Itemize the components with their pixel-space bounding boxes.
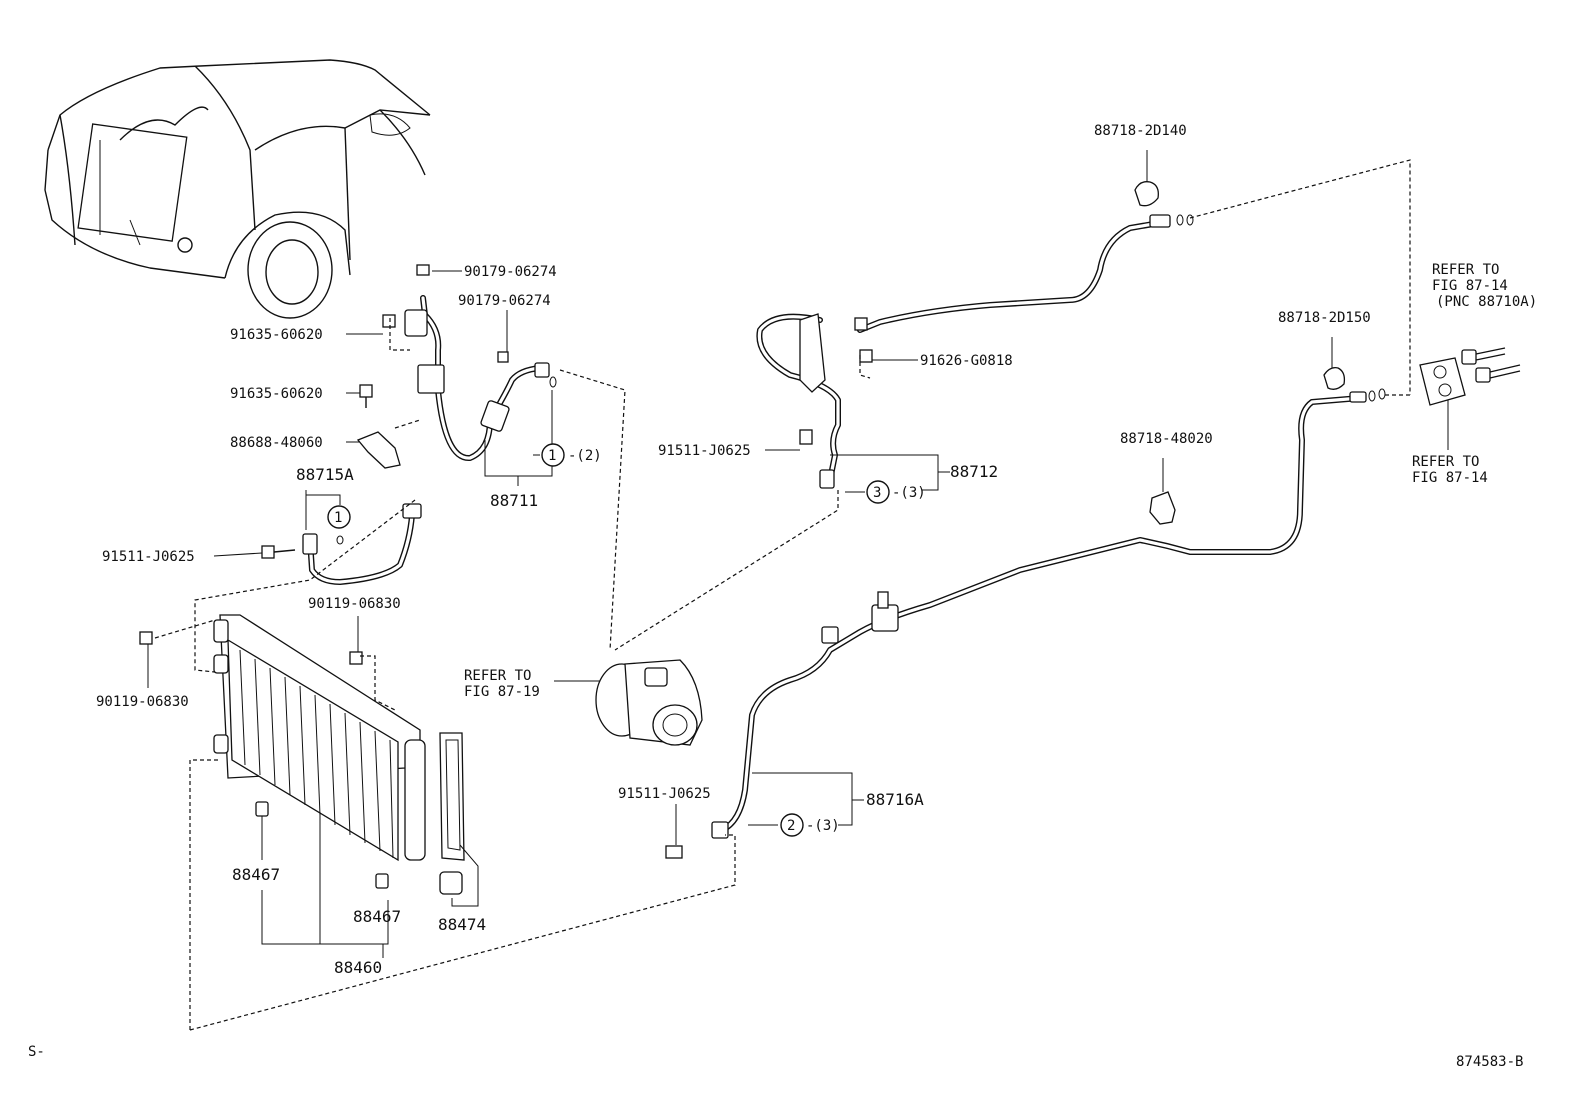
vehicle-illustration [44, 59, 431, 319]
suction-hose-88712 [756, 214, 1194, 489]
condenser-88460 [213, 614, 426, 889]
callout-1-small: 1 [327, 505, 351, 529]
label-qty-3-mid: -(3) [892, 485, 926, 501]
svg-text:2: 2 [787, 818, 795, 834]
label-90179-06274-b: 90179-06274 [458, 293, 551, 309]
label-88474: 88474 [438, 915, 486, 934]
dashed-reference-lines [154, 159, 1411, 1031]
compressor [595, 659, 703, 746]
label-91626-G0818: 91626-G0818 [920, 353, 1013, 369]
label-88715A: 88715A [296, 465, 354, 484]
label-91635-60620-b: 91635-60620 [230, 386, 323, 402]
callout-3: 3 [866, 480, 890, 504]
label-91511-J0625-b: 91511-J0625 [658, 443, 751, 459]
svg-text:3: 3 [873, 485, 881, 501]
discharge-hose-88711 [404, 295, 557, 461]
label-90179-06274-a: 90179-06274 [464, 264, 557, 280]
label-88467-a: 88467 [232, 865, 280, 884]
part-labels: 90179-06274 90179-06274 91635-60620 9163… [28, 123, 1537, 1070]
liquid-tube-88716A [665, 388, 1386, 859]
svg-text:1: 1 [334, 510, 342, 526]
label-refer-fig-87-14-a-line2: FIG 87-14 [1432, 278, 1508, 294]
label-88716A: 88716A [866, 790, 924, 809]
leader-lines [147, 150, 1449, 958]
label-90119-06830-b: 90119-06830 [96, 694, 189, 710]
label-88467-b: 88467 [353, 907, 401, 926]
footer-left-code: S- [28, 1044, 45, 1060]
liquid-tube-88715A [302, 503, 422, 585]
callout-1-right: 1 [541, 443, 565, 467]
dryer-filter-88474 [439, 732, 465, 895]
label-90119-06830-a: 90119-06830 [308, 596, 401, 612]
label-88718-2D150: 88718-2D150 [1278, 310, 1371, 326]
label-refer-fig-87-14-a-line1: REFER TO [1432, 262, 1499, 278]
label-refer-fig-87-19-line2: FIG 87-19 [464, 684, 540, 700]
label-88718-2D140: 88718-2D140 [1094, 123, 1187, 139]
label-88460: 88460 [334, 958, 382, 977]
label-refer-fig-87-14-b-line2: FIG 87-14 [1412, 470, 1488, 486]
footer-figure-number: 874583-B [1456, 1054, 1523, 1070]
callout-2: 2 [780, 813, 804, 837]
label-91511-J0625-a: 91511-J0625 [102, 549, 195, 565]
label-91635-60620-a: 91635-60620 [230, 327, 323, 343]
label-88718-48020: 88718-48020 [1120, 431, 1213, 447]
left-fasteners [139, 264, 509, 665]
svg-text:1: 1 [548, 448, 556, 464]
label-qty-2: -(2) [568, 448, 602, 464]
right-fasteners [1134, 181, 1521, 525]
label-88711: 88711 [490, 491, 538, 510]
label-91511-J0625-c: 91511-J0625 [618, 786, 711, 802]
label-refer-fig-87-19-line1: REFER TO [464, 668, 531, 684]
label-refer-fig-87-14-a-line3: (PNC 88710A) [1436, 294, 1537, 310]
label-88688-48060: 88688-48060 [230, 435, 323, 451]
label-88712: 88712 [950, 462, 998, 481]
label-qty-3-low: -(3) [806, 818, 840, 834]
label-refer-fig-87-14-b-line1: REFER TO [1412, 454, 1479, 470]
